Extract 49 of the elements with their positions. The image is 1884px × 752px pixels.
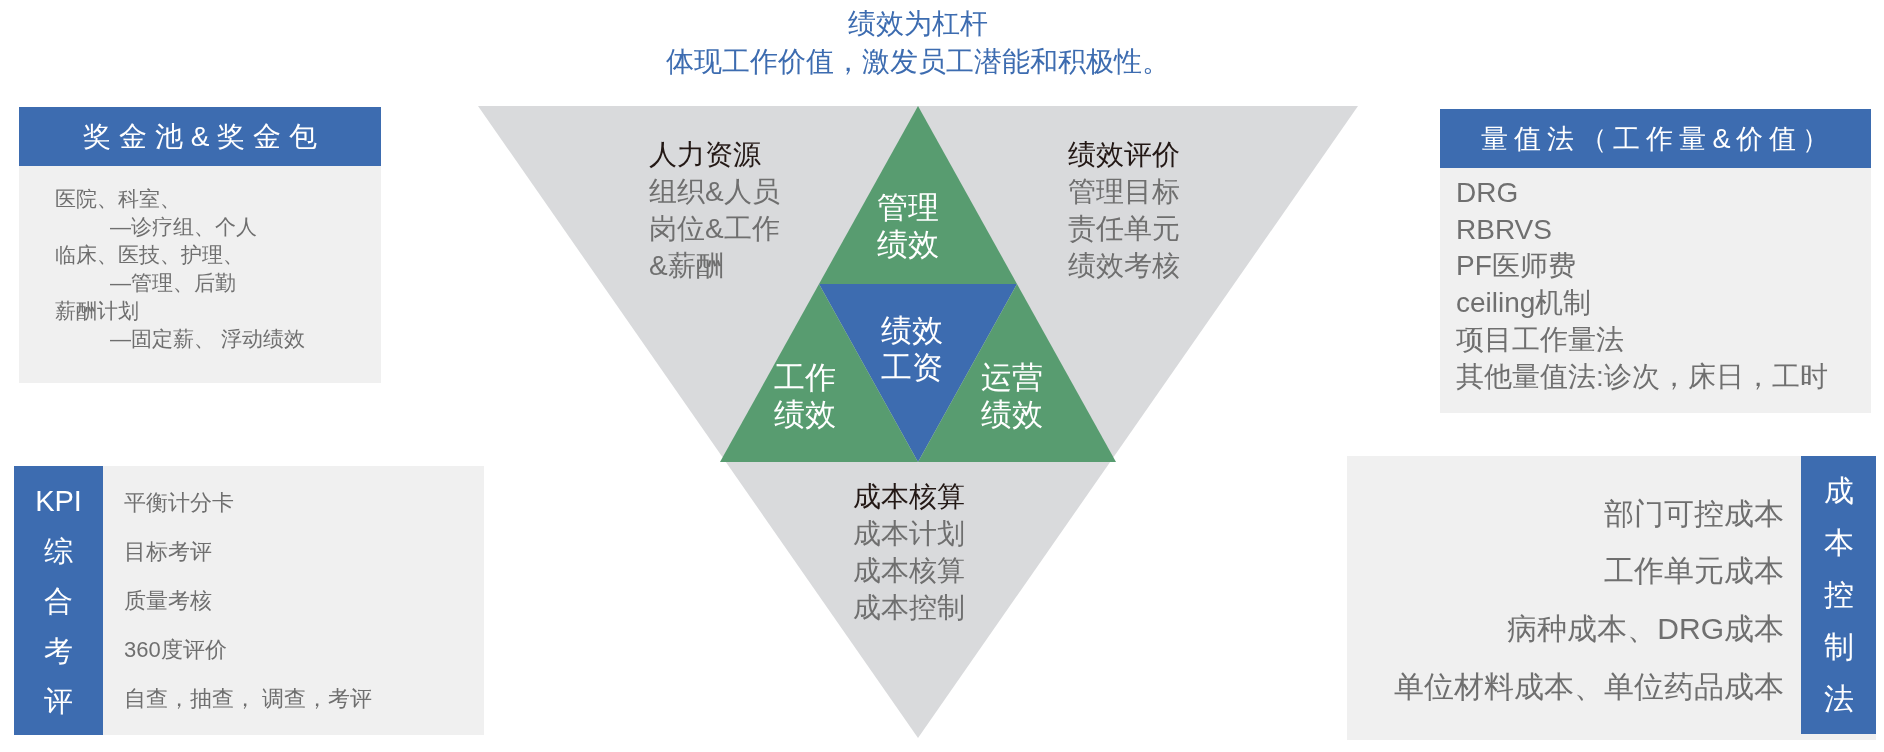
list-item: —固定薪、 浮动绩效 xyxy=(110,325,305,352)
list-item: 成本核算 xyxy=(853,554,965,588)
title: 绩效为杠杆 xyxy=(848,7,988,41)
list-item: 医院、科室、 xyxy=(55,185,181,212)
list-item: —管理、后勤 xyxy=(110,269,236,296)
list-item: &薪酬 xyxy=(649,249,724,283)
list-item: RBRVS xyxy=(1456,212,1552,247)
list-item: 目标考评 xyxy=(124,537,212,566)
subtitle: 体现工作价值，激发员工潜能和积极性。 xyxy=(666,45,1170,79)
list-item: 其他量值法:诊次，床日，工时 xyxy=(1456,359,1828,394)
triangle-label: 工作绩效 xyxy=(773,359,837,433)
list-item: 责任单元 xyxy=(1068,212,1180,246)
list-item: 岗位&工作 xyxy=(649,212,780,246)
side-header: 成本控制法 xyxy=(1801,456,1876,734)
list-item: 组织&人员 xyxy=(649,175,780,209)
list-item: PF医师费 xyxy=(1456,249,1576,284)
list-item: 自查，抽查， 调查，考评 xyxy=(124,684,373,713)
info-panel xyxy=(1347,456,1876,740)
triangle-label: 运营绩效 xyxy=(980,359,1044,433)
list-item: DRG xyxy=(1456,176,1519,210)
info-panel xyxy=(1440,109,1871,413)
list-item: 成本计划 xyxy=(853,517,965,551)
panel-header: 量值法（工作量&价值） xyxy=(1440,109,1871,168)
inverted-triangle xyxy=(478,106,1358,738)
triangle-label: 绩效工资 xyxy=(880,312,944,386)
list-item: 项目工作量法 xyxy=(1456,322,1624,357)
list-item: 工作单元成本 xyxy=(1604,553,1784,590)
list-item: 单位材料成本、单位药品成本 xyxy=(1394,668,1784,705)
list-item: —诊疗组、个人 xyxy=(110,213,257,240)
triangle xyxy=(819,106,1017,284)
info-panel xyxy=(14,466,484,735)
list-item: 质量考核 xyxy=(124,586,212,615)
list-item: 平衡计分卡 xyxy=(124,488,234,517)
section-heading: 绩效评价 xyxy=(1068,138,1180,172)
list-item: 360度评价 xyxy=(124,635,227,664)
list-item: 病种成本、DRG成本 xyxy=(1507,610,1784,647)
list-item: 管理目标 xyxy=(1068,175,1180,209)
list-item: 部门可控成本 xyxy=(1604,495,1784,532)
triangle-label: 管理绩效 xyxy=(876,189,940,263)
panel-header: 奖金池&奖金包 xyxy=(19,107,381,166)
section-heading: 人力资源 xyxy=(649,138,761,172)
list-item: 成本控制 xyxy=(853,591,965,625)
list-item: 薪酬计划 xyxy=(55,297,139,324)
list-item: 绩效考核 xyxy=(1068,249,1180,283)
list-item: ceiling机制 xyxy=(1456,286,1592,321)
list-item: 临床、医技、护理、 xyxy=(55,241,244,268)
section-heading: 成本核算 xyxy=(853,480,965,514)
side-header: KPI综合考评 xyxy=(14,466,103,735)
info-panel xyxy=(19,107,381,383)
